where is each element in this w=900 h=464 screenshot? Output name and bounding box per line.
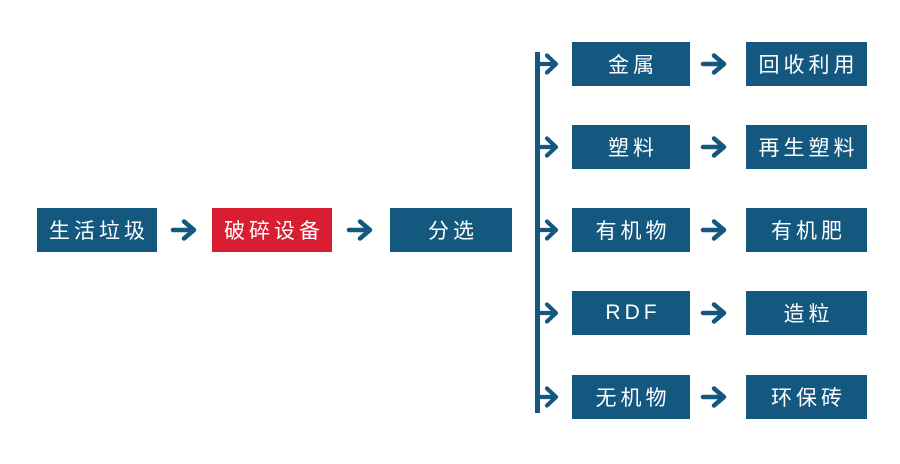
arrow-right-icon xyxy=(700,219,727,241)
node-granulation: 造粒 xyxy=(746,291,867,335)
arrow-right-icon xyxy=(170,219,197,241)
node-label: 生活垃圾 xyxy=(49,220,149,243)
node-label: 塑料 xyxy=(608,137,658,160)
node-label: 造粒 xyxy=(783,303,834,326)
branch-trunk-line xyxy=(535,52,540,413)
node-label: 再生塑料 xyxy=(758,137,859,160)
node-household-waste: 生活垃圾 xyxy=(37,208,157,252)
arrow-right-icon xyxy=(700,386,727,408)
branch-arrow-icon xyxy=(538,219,559,241)
branch-arrow-icon xyxy=(538,136,559,158)
branch-arrow-icon xyxy=(538,53,559,75)
node-rdf: RDF xyxy=(572,291,690,335)
node-crushing-equipment: 破碎设备 xyxy=(212,208,332,252)
branch-arrow-icon xyxy=(538,386,559,408)
node-recycling: 回收利用 xyxy=(746,42,867,86)
arrow-right-icon xyxy=(700,136,727,158)
node-label: 金属 xyxy=(608,54,658,77)
branch-arrow-icon xyxy=(538,302,559,324)
node-label: 回收利用 xyxy=(758,54,859,77)
arrow-right-icon xyxy=(700,53,727,75)
arrow-right-icon xyxy=(346,219,373,241)
node-recycled-plastic: 再生塑料 xyxy=(746,125,867,169)
node-label: 环保砖 xyxy=(771,387,846,410)
node-label: 有机肥 xyxy=(771,220,846,243)
node-label: 无机物 xyxy=(595,387,671,410)
node-eco-brick: 环保砖 xyxy=(746,375,867,419)
node-organic-fertilizer: 有机肥 xyxy=(746,208,867,252)
arrow-right-icon xyxy=(700,302,727,324)
node-label: 破碎设备 xyxy=(224,220,324,243)
node-sorting: 分选 xyxy=(390,208,512,252)
node-organic-matter: 有机物 xyxy=(572,208,690,252)
node-label: RDF xyxy=(605,301,661,324)
node-label: 有机物 xyxy=(595,220,671,243)
node-metal: 金属 xyxy=(572,42,690,86)
node-inorganic-matter: 无机物 xyxy=(572,375,690,419)
node-label: 分选 xyxy=(428,220,478,243)
node-plastic: 塑料 xyxy=(572,125,690,169)
